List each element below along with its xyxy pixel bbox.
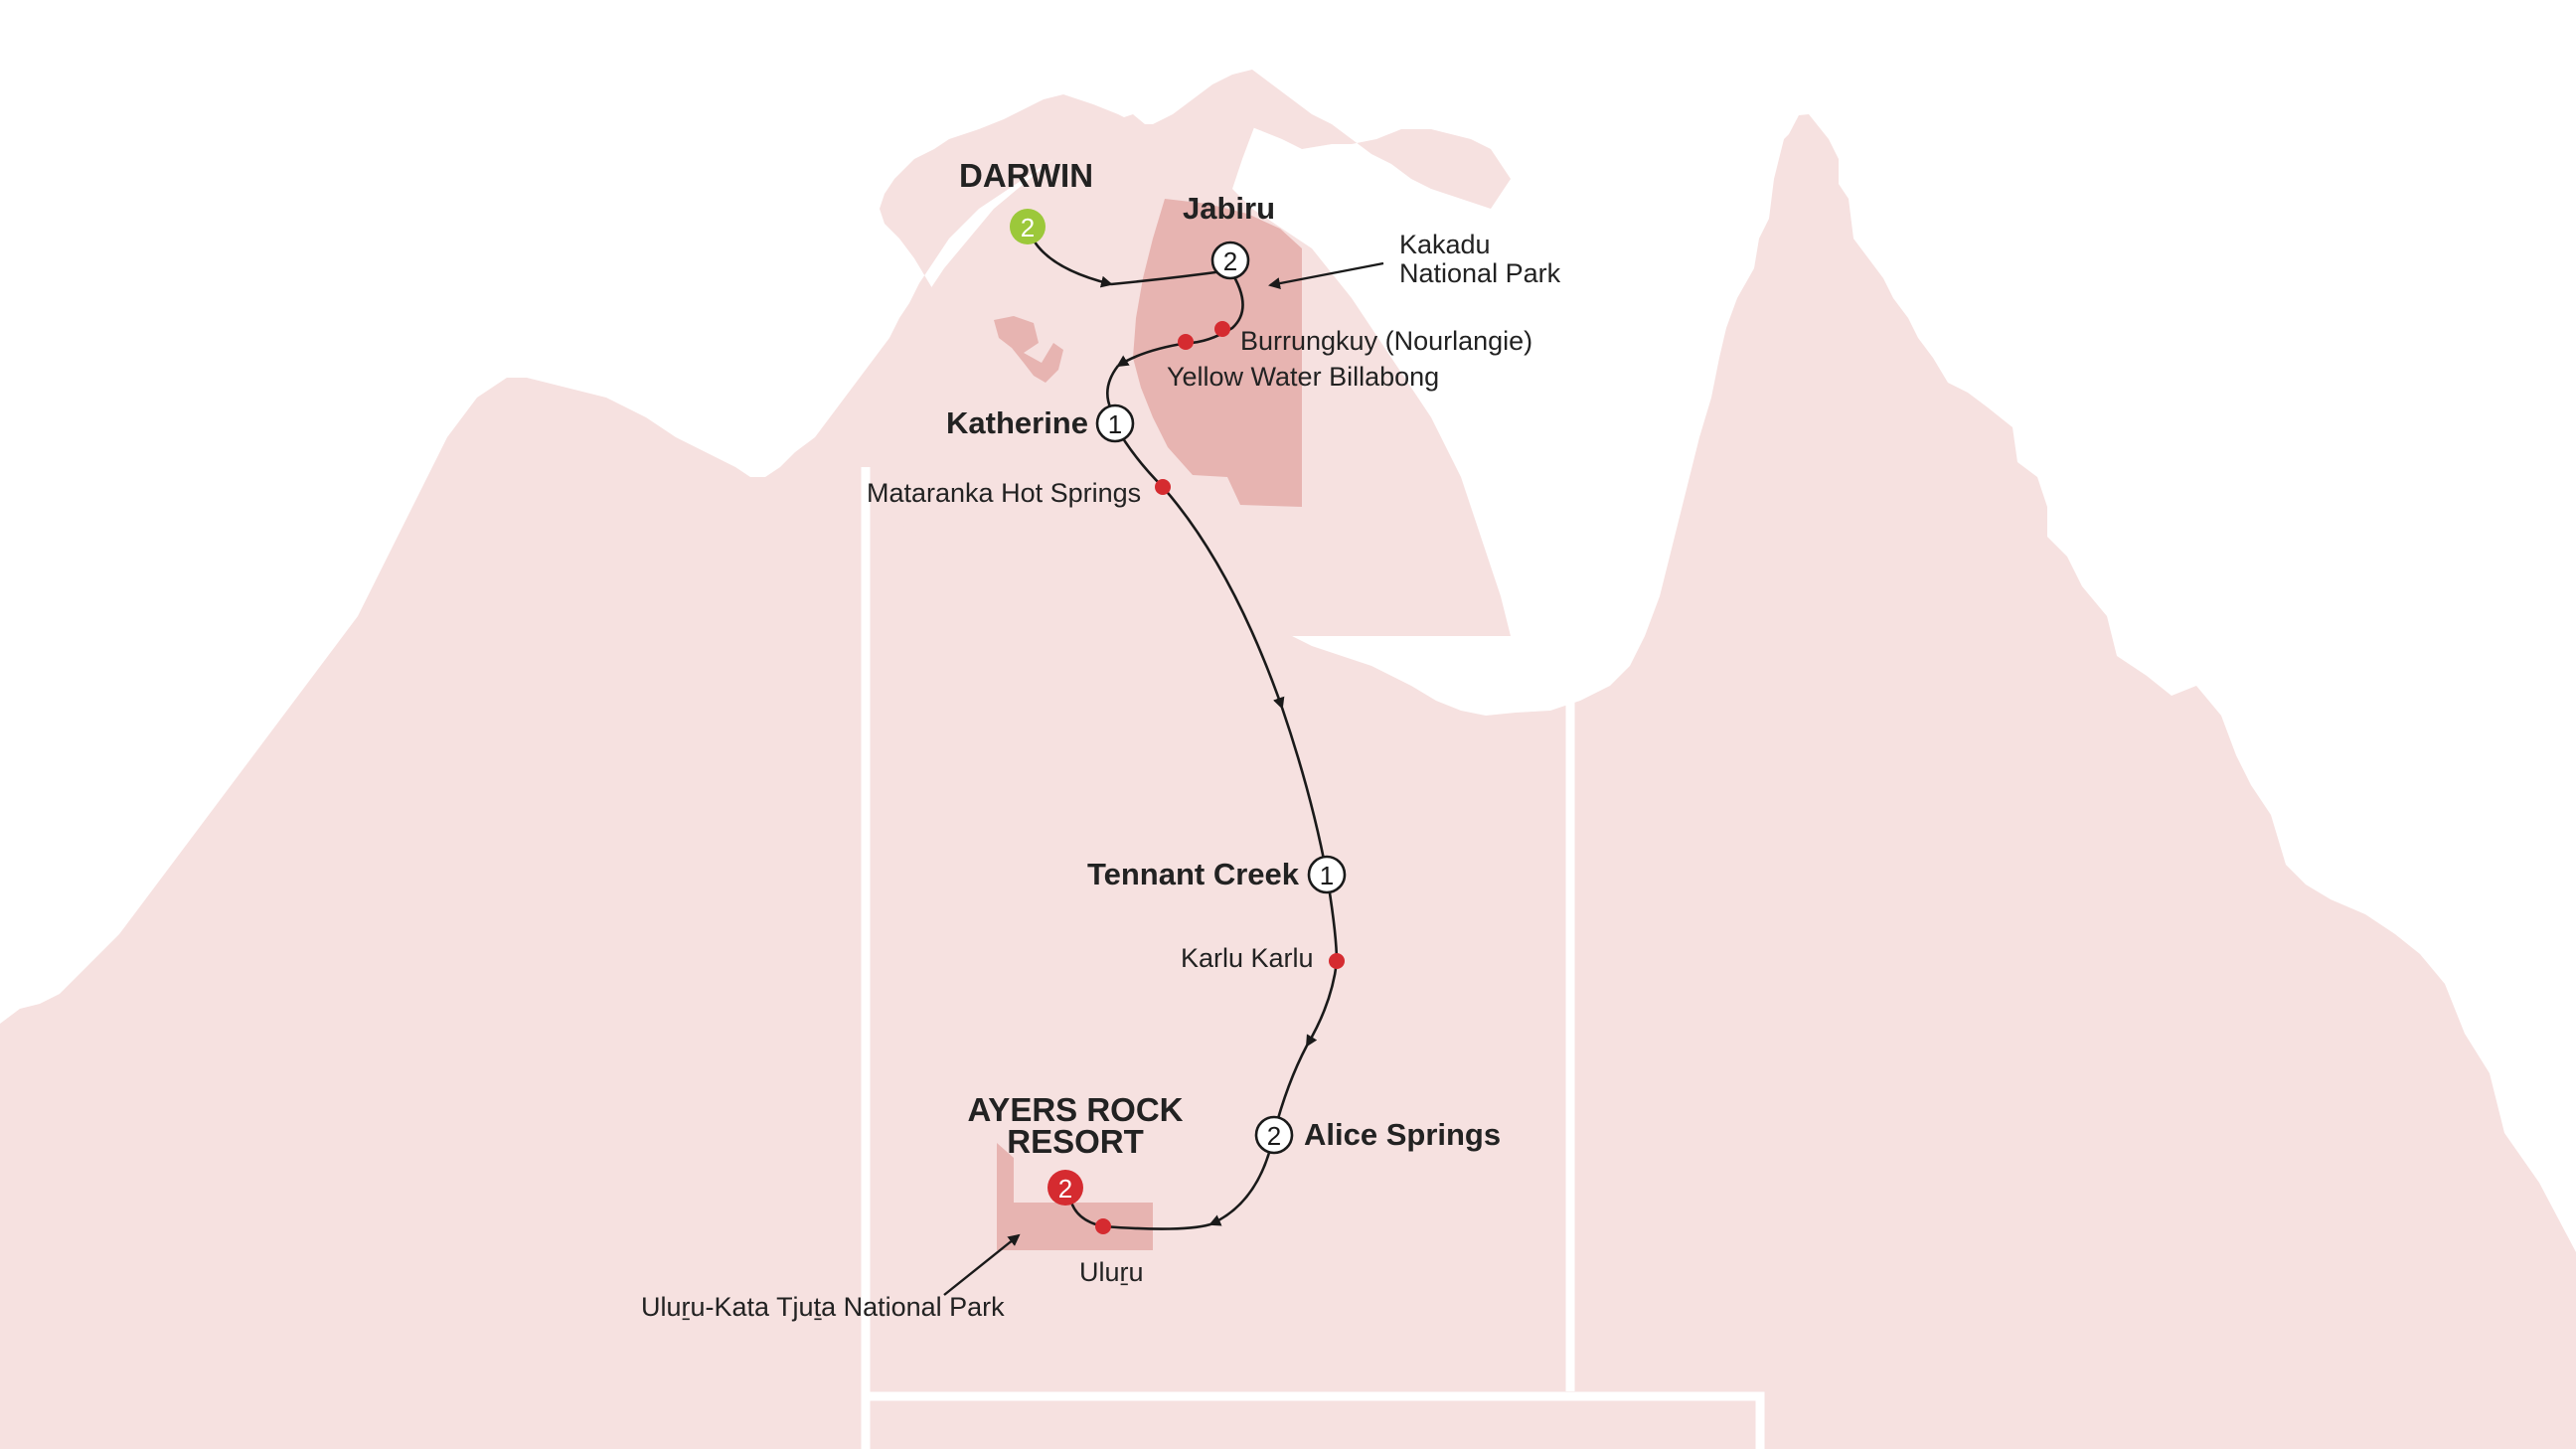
label-ayers-rock-line1: AYERS ROCK: [968, 1091, 1184, 1128]
poi-marker-uluru[interactable]: [1095, 1218, 1111, 1234]
svg-text:2: 2: [1021, 213, 1035, 242]
uluru-kata-park-area: [997, 1143, 1153, 1250]
label-katherine: Katherine: [946, 405, 1088, 440]
label-kakadu-line2: National Park: [1399, 258, 1561, 288]
stop-marker-katherine[interactable]: 1: [1095, 403, 1135, 443]
label-darwin: DARWIN: [959, 157, 1093, 194]
stop-marker-alice-springs[interactable]: 2: [1254, 1115, 1294, 1155]
label-uluru: Uluṟu: [1079, 1257, 1144, 1287]
label-ayers-rock-line2: RESORT: [1007, 1123, 1144, 1160]
label-mataranka: Mataranka Hot Springs: [867, 478, 1141, 508]
poi-marker-mataranka[interactable]: [1155, 479, 1171, 495]
stop-marker-ayers-rock[interactable]: 2: [1047, 1170, 1083, 1206]
svg-text:2: 2: [1267, 1121, 1281, 1151]
poi-labels: Burrungkuy (Nourlangie) Yellow Water Bil…: [867, 326, 1532, 1287]
svg-text:1: 1: [1108, 409, 1122, 439]
stop-marker-tennant-creek[interactable]: 1: [1307, 855, 1347, 894]
svg-text:1: 1: [1320, 861, 1334, 890]
stop-marker-darwin[interactable]: 2: [1010, 209, 1046, 244]
poi-marker-karlu[interactable]: [1329, 953, 1345, 969]
label-alice-springs: Alice Springs: [1304, 1117, 1501, 1152]
park-labels: Kakadu National Park Uluṟu-Kata Tjuṯa Na…: [641, 230, 1561, 1322]
stop-markers: 2 2 1 1 2 2: [1010, 209, 1347, 1206]
park-pointers: [943, 261, 1384, 1296]
label-uluru-kata: Uluṟu-Kata Tjuṯa National Park: [641, 1292, 1005, 1322]
svg-text:2: 2: [1223, 246, 1237, 276]
kakadu-park-area: [1133, 199, 1302, 507]
label-yellow-water: Yellow Water Billabong: [1167, 362, 1439, 392]
label-kakadu-line1: Kakadu: [1399, 230, 1491, 259]
label-burrungkuy: Burrungkuy (Nourlangie): [1240, 326, 1532, 356]
label-jabiru: Jabiru: [1183, 191, 1275, 226]
svg-text:2: 2: [1058, 1174, 1072, 1204]
bay-patch: [994, 316, 1063, 383]
poi-marker-burrungkuy[interactable]: [1214, 321, 1230, 337]
island: [1044, 114, 1193, 189]
label-tennant-creek: Tennant Creek: [1087, 857, 1300, 891]
state-borders: [861, 467, 1765, 1449]
stop-marker-jabiru[interactable]: 2: [1210, 241, 1250, 280]
stop-labels: DARWIN Jabiru Katherine Tennant Creek Al…: [946, 157, 1501, 1160]
poi-markers: [1095, 321, 1345, 1234]
poi-marker-yellow-water[interactable]: [1178, 334, 1194, 350]
landmass: [0, 70, 2576, 1449]
label-karlu: Karlu Karlu: [1181, 943, 1314, 973]
